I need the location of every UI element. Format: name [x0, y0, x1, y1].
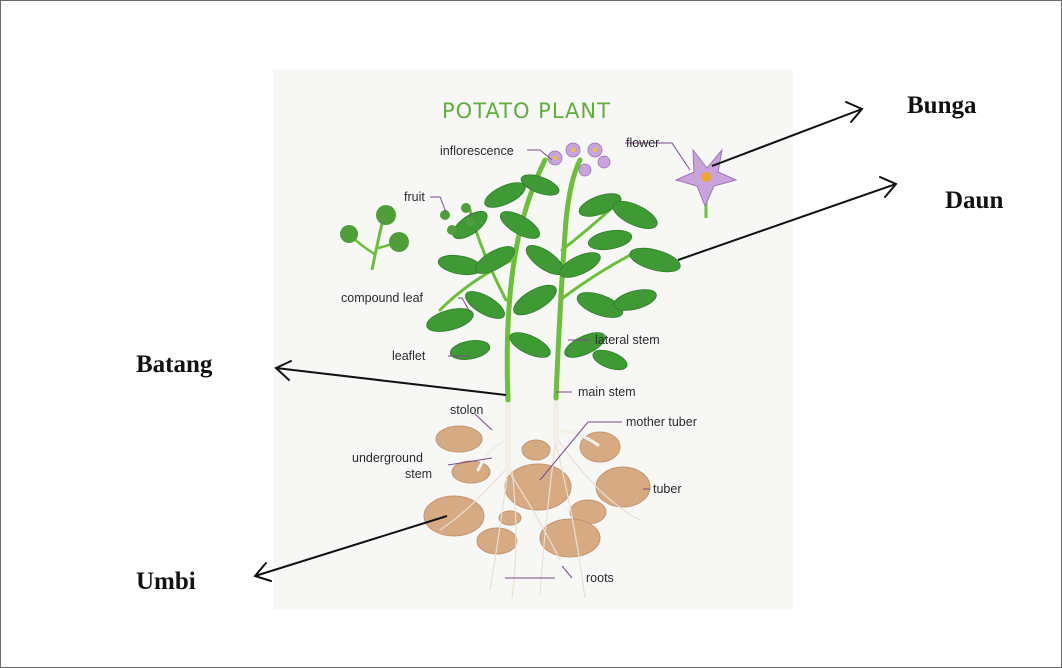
label-fruit: fruit — [404, 190, 425, 204]
label-lateral-stem: lateral stem — [595, 333, 660, 347]
label-underground-stem-line1: underground — [352, 451, 423, 465]
label-inflorescence: inflorescence — [440, 144, 514, 158]
label-stolon: stolon — [450, 403, 483, 417]
tuber-shape — [436, 426, 482, 452]
arrow-batang — [276, 361, 506, 395]
fruit-detail — [340, 205, 409, 270]
label-leaflet: leaflet — [392, 349, 426, 363]
arrow-umbi — [255, 516, 447, 581]
annotation-daun: Daun — [945, 187, 1003, 214]
tuber-shape — [452, 461, 490, 483]
label-main-stem: main stem — [578, 385, 636, 399]
annotation-bunga: Bunga — [907, 92, 977, 119]
label-mother-tuber: mother tuber — [626, 415, 697, 429]
arrow-bunga — [712, 102, 862, 166]
annotation-batang: Batang — [136, 351, 213, 378]
label-roots: roots — [586, 571, 614, 585]
illustration-title: POTATO PLANT — [442, 99, 611, 123]
tubers-group — [424, 426, 650, 557]
label-tuber: tuber — [653, 482, 682, 496]
label-underground-stem-line2: stem — [405, 467, 432, 481]
tuber-shape — [596, 467, 650, 507]
label-compound-leaf: compound leaf — [341, 291, 424, 305]
label-flower: flower — [626, 136, 659, 150]
tuber-shape — [522, 440, 550, 460]
annotation-umbi: Umbi — [136, 568, 196, 595]
